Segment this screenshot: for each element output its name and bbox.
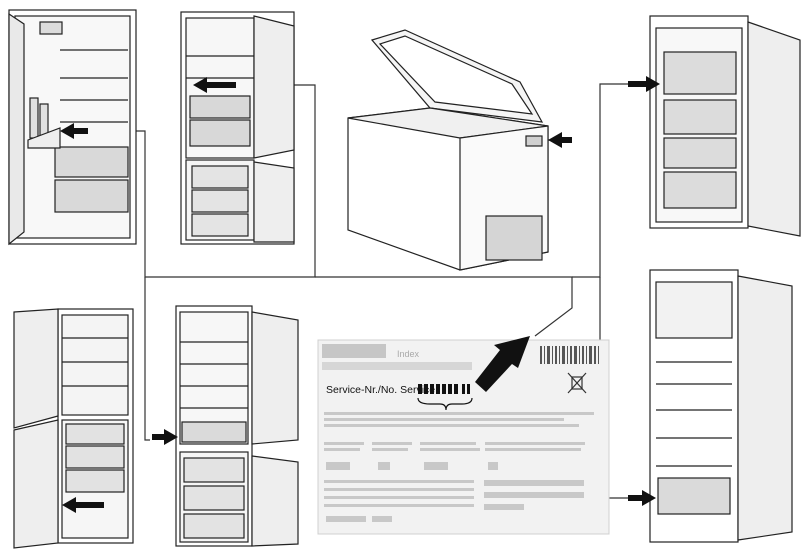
label-fine-print xyxy=(324,412,594,522)
barcode xyxy=(540,346,599,364)
appliance-wine-cabinet xyxy=(13,308,134,549)
arrow-wine-cabinet xyxy=(62,497,104,513)
appliance-chest-freezer xyxy=(347,29,549,271)
arrow-upright-freezer xyxy=(628,76,660,92)
appliance-fridge-top-freezer xyxy=(649,269,793,543)
service-number-brace xyxy=(417,397,473,411)
arrow-fridge-freezer-drawers xyxy=(152,429,178,445)
rating-plate: Index Service-Nr./No. Service xyxy=(317,336,610,535)
weee-bin-icon xyxy=(567,372,587,394)
label-index: Index xyxy=(397,349,420,359)
appliance-upright-freezer xyxy=(649,15,801,237)
arrow-fridge-freezer xyxy=(193,77,236,93)
arrow-larder-fridge xyxy=(60,123,88,139)
appliance-fridge-freezer xyxy=(180,11,295,245)
arrow-service-number xyxy=(475,336,530,392)
arrow-fridge-top-freezer xyxy=(628,490,656,506)
service-number-blocks xyxy=(418,384,470,394)
appliance-fridge-freezer-drawers xyxy=(175,305,299,547)
appliance-larder-fridge xyxy=(8,9,137,246)
arrow-chest-freezer xyxy=(548,132,572,148)
label-service-line: Service-Nr./No. Service xyxy=(326,384,435,396)
